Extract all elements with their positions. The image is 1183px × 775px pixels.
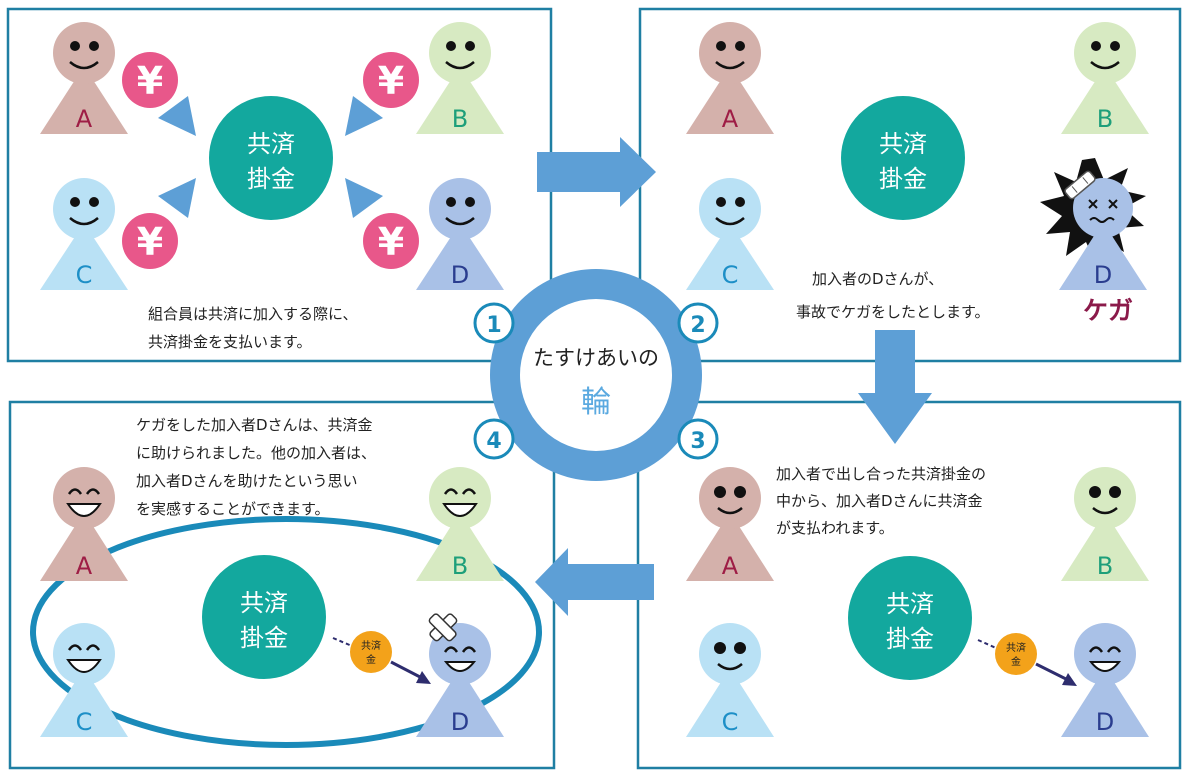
svg-text:B: B — [452, 105, 468, 133]
svg-text:C: C — [722, 708, 739, 736]
svg-text:A: A — [76, 552, 93, 580]
svg-text:C: C — [76, 261, 93, 289]
svg-text:掛金: 掛金 — [240, 624, 288, 652]
yen-coin-icon: ¥ — [122, 52, 178, 108]
panel-4-caption-line-1: ケガをした加入者Dさんは、共済金 — [136, 416, 373, 434]
premium-pool-circle: 共済 掛金 — [841, 96, 965, 220]
svg-text:金: 金 — [1011, 655, 1021, 668]
svg-text:共済: 共済 — [879, 130, 927, 158]
step-badge-3: 3 — [677, 418, 719, 460]
bandage-icon — [1064, 170, 1096, 200]
injury-label: ケガ — [1083, 296, 1133, 325]
center-ring: たすけあいの 輪 — [490, 269, 702, 481]
yen-coin-icon: ¥ — [122, 213, 178, 269]
yen-coin-icon: ¥ — [363, 213, 419, 269]
svg-text:掛金: 掛金 — [247, 165, 295, 193]
center-title: たすけあいの — [533, 346, 659, 370]
person-b: B — [1061, 467, 1149, 581]
panel-3-caption-line-2: 中から、加入者Dさんに共済金 — [776, 492, 983, 510]
svg-text:共済: 共済 — [240, 589, 288, 617]
svg-text:4: 4 — [486, 429, 501, 454]
svg-text:A: A — [722, 552, 739, 580]
person-d-recovered: D — [416, 613, 504, 737]
svg-text:D: D — [451, 261, 469, 289]
bandage-icon — [428, 613, 458, 642]
step-badge-2: 2 — [677, 302, 719, 344]
flow-arrow-right — [537, 137, 656, 207]
flow-arrow-down — [858, 330, 932, 444]
svg-text:C: C — [76, 708, 93, 736]
panel-3-caption-line-3: が支払われます。 — [776, 519, 894, 537]
person-a: A — [686, 467, 774, 581]
payout-arrow — [390, 660, 423, 680]
payment-pointer — [158, 96, 196, 136]
person-a: A — [686, 22, 774, 134]
svg-text:共済: 共済 — [361, 639, 381, 652]
payout-dash — [332, 637, 353, 647]
person-b: B — [1061, 22, 1149, 134]
panel-4-caption-line-4: を実感することができます。 — [136, 500, 330, 518]
svg-text:¥: ¥ — [378, 59, 404, 103]
svg-text:A: A — [722, 105, 739, 133]
svg-text:B: B — [452, 552, 468, 580]
panel-1-caption-line-2: 共済掛金を支払います。 — [148, 333, 312, 351]
svg-text:B: B — [1097, 552, 1113, 580]
premium-pool-circle: 共済 掛金 — [848, 556, 972, 680]
svg-text:B: B — [1097, 105, 1113, 133]
panel-1-caption-line-1: 組合員は共済に加入する際に、 — [148, 305, 358, 323]
payment-pointer — [345, 178, 383, 218]
yen-coin-icon: ¥ — [363, 52, 419, 108]
svg-text:共済: 共済 — [886, 590, 934, 618]
premium-pool-circle: 共済 掛金 — [209, 96, 333, 220]
benefit-coin-icon: 共済 金 — [995, 633, 1037, 675]
support-circle — [30, 516, 542, 748]
svg-text:¥: ¥ — [378, 220, 404, 264]
svg-text:A: A — [76, 105, 93, 133]
payout-arrowhead — [416, 671, 431, 684]
person-b: B — [416, 22, 504, 134]
svg-text:D: D — [1094, 261, 1112, 289]
svg-text:金: 金 — [366, 653, 376, 666]
panel-2-caption-line-2: 事故でケガをしたとします。 — [796, 303, 990, 321]
panel-4-caption-line-3: 加入者Dさんを助けたという思い — [136, 472, 358, 490]
person-a-smiling: A — [40, 467, 128, 581]
svg-text:C: C — [722, 261, 739, 289]
person-c: C — [40, 178, 128, 290]
payout-arrowhead — [1062, 673, 1077, 686]
center-ring-char: 輪 — [581, 385, 611, 420]
step-badge-1: 1 — [473, 302, 515, 344]
svg-text:2: 2 — [690, 313, 705, 338]
svg-text:共済: 共済 — [1006, 641, 1026, 654]
payout-arrow — [1035, 662, 1069, 682]
premium-pool-circle: 共済 掛金 — [202, 555, 326, 679]
svg-text:¥: ¥ — [137, 59, 163, 103]
person-b-smiling: B — [416, 467, 504, 581]
svg-text:掛金: 掛金 — [886, 625, 934, 653]
person-c-smiling: C — [40, 623, 128, 737]
payout-dash — [977, 639, 997, 649]
svg-text:D: D — [451, 708, 469, 736]
svg-text:1: 1 — [486, 313, 501, 338]
panel-4-caption-line-2: に助けられました。他の加入者は、 — [136, 444, 376, 462]
person-d-injured: D — [1059, 170, 1147, 290]
person-c: C — [686, 178, 774, 290]
panel-3-caption-line-1: 加入者で出し合った共済掛金の — [776, 465, 986, 483]
svg-text:D: D — [1096, 708, 1114, 736]
svg-text:3: 3 — [690, 429, 705, 454]
flow-arrow-left — [535, 548, 654, 616]
panel-2-caption-line-1: 加入者のDさんが、 — [812, 270, 943, 288]
person-d: D — [416, 178, 504, 290]
person-c: C — [686, 623, 774, 737]
benefit-coin-icon: 共済 金 — [350, 631, 392, 673]
payment-pointer — [345, 96, 383, 136]
svg-text:掛金: 掛金 — [879, 165, 927, 193]
step-badge-4: 4 — [473, 418, 515, 460]
person-a: A — [40, 22, 128, 134]
svg-text:共済: 共済 — [247, 130, 295, 158]
svg-text:¥: ¥ — [137, 220, 163, 264]
payment-pointer — [158, 178, 196, 218]
person-d-happy: D — [1061, 623, 1149, 737]
